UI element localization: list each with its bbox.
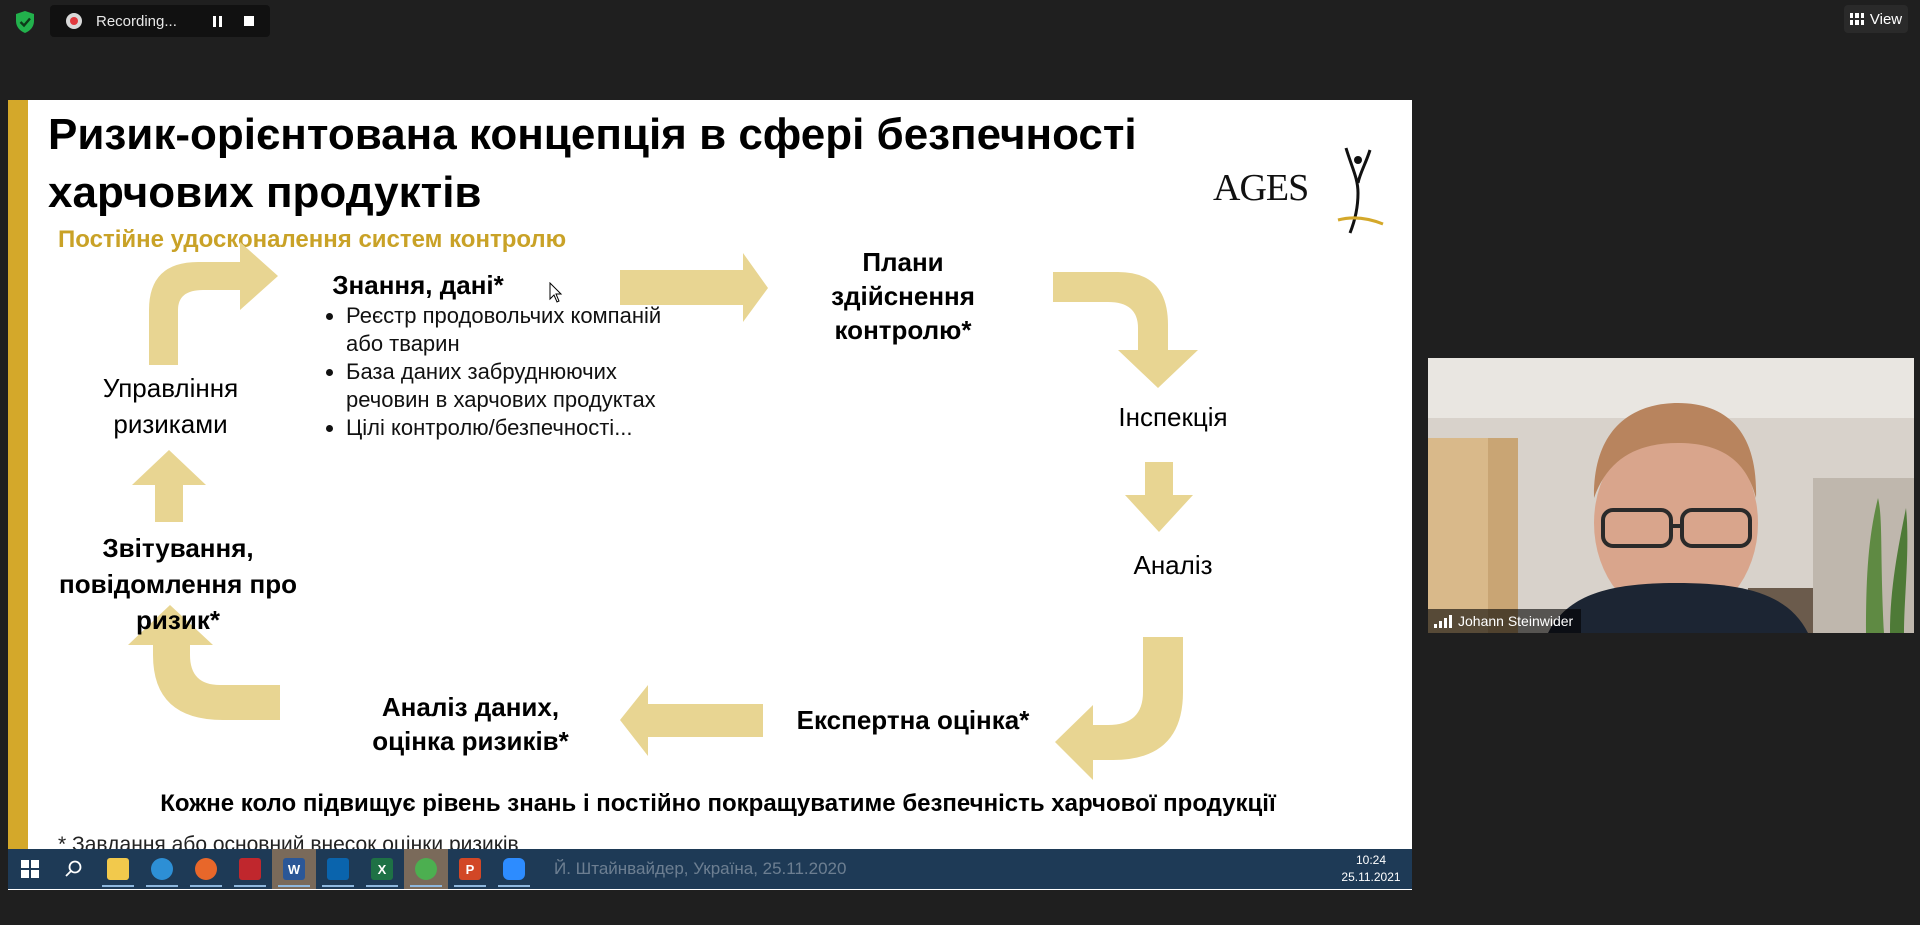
taskbar-clock[interactable]: 10:24 25.11.2021	[1336, 852, 1406, 886]
slide-subtitle: Постійне удосконалення систем контролю	[58, 226, 567, 253]
clock-date: 25.11.2021	[1341, 870, 1401, 884]
arrow-down-inspection	[1125, 462, 1193, 532]
slide-accent-bar	[8, 100, 28, 850]
word-icon: W	[283, 858, 305, 880]
node-expert-assessment: Експертна оцінка*	[796, 705, 1030, 735]
stop-recording-button[interactable]	[238, 10, 260, 32]
logo-text: AGES	[1213, 167, 1309, 209]
node-risk-management: Управління ризиками	[102, 373, 239, 439]
bullet-item: База даних забруднюючих речовин в харчов…	[346, 358, 666, 414]
arrow-right-top	[620, 253, 768, 322]
taskbar-outlook[interactable]	[316, 849, 360, 889]
arrow-curve-bottom-right	[1055, 637, 1183, 780]
windows-taskbar: W X P Й. Штайнвайдер, Україна, 25.11.202…	[8, 849, 1412, 889]
slide-footer-text: Й. Штайнвайдер, Україна, 25.11.2020	[554, 859, 847, 878]
signal-strength-icon	[1434, 614, 1452, 628]
excel-icon: X	[371, 858, 393, 880]
node-risk-reporting: Звітування, повідомлення про ризик*	[59, 533, 297, 635]
arrow-curve-up-left	[128, 605, 280, 720]
node-analysis: Аналіз	[1133, 550, 1213, 580]
taskbar-firefox[interactable]	[184, 849, 228, 889]
taskbar-file-explorer[interactable]	[96, 849, 140, 889]
windows-start-button[interactable]	[8, 849, 52, 889]
grid-icon	[1849, 13, 1864, 25]
ages-logo: AGES	[1213, 138, 1393, 238]
slide-title: Ризик-орієнтована концепція в сфері безп…	[48, 110, 1137, 217]
taskbar-powerpoint[interactable]: P	[448, 849, 492, 889]
search-icon	[65, 860, 82, 877]
arrow-curve-top-left	[149, 242, 278, 365]
stop-icon	[244, 16, 254, 26]
acrobat-icon	[239, 858, 261, 880]
participant-video-tile[interactable]: Johann Steinwider	[1428, 358, 1914, 633]
taskbar-excel[interactable]: X	[360, 849, 404, 889]
record-icon	[66, 13, 82, 29]
arrow-up-left	[132, 450, 206, 522]
zoom-icon	[503, 858, 525, 880]
participant-name-tag: Johann Steinwider	[1428, 609, 1582, 633]
node-control-plans: Плани здійснення контролю*	[831, 247, 975, 345]
participant-video-frame	[1428, 358, 1914, 633]
clock-time: 10:24	[1355, 853, 1387, 867]
windows-start-icon	[21, 860, 39, 878]
view-button-label: View	[1869, 10, 1903, 28]
arrow-curve-down-right	[1053, 272, 1198, 388]
firefox-icon	[195, 858, 217, 880]
taskbar-word[interactable]: W	[272, 849, 316, 889]
recording-indicator: Recording...	[50, 5, 270, 37]
mouse-cursor-icon	[549, 282, 563, 303]
taskbar-search-button[interactable]	[52, 849, 96, 889]
taskbar-browser[interactable]	[404, 849, 448, 889]
view-button[interactable]: View	[1844, 5, 1908, 33]
shared-screen[interactable]: Ризик-орієнтована концепція в сфері безп…	[8, 100, 1412, 890]
pause-recording-button[interactable]	[206, 10, 228, 32]
outlook-icon	[327, 858, 349, 880]
arrow-left-bottom	[620, 685, 763, 756]
powerpoint-icon: P	[459, 858, 481, 880]
slide-conclusion: Кожне коло підвищує рівень знань і пості…	[160, 790, 1276, 817]
browser-icon	[415, 858, 437, 880]
recording-status: Recording...	[96, 12, 177, 30]
knowledge-bullet-list: Реєстр продовольчих компаній або тварин …	[318, 302, 666, 442]
network-icon	[151, 858, 173, 880]
node-inspection: Інспекція	[1118, 402, 1228, 432]
node-data-analysis: Аналіз даних, оцінка ризиків*	[372, 692, 569, 756]
participant-name: Johann Steinwider	[1458, 613, 1574, 629]
taskbar-zoom[interactable]	[492, 849, 536, 889]
cycle-arrows	[128, 242, 1198, 780]
taskbar-network-app[interactable]	[140, 849, 184, 889]
file-explorer-icon	[107, 858, 129, 880]
node-knowledge-data: Знання, дані*	[332, 270, 504, 300]
logo-figure-icon	[1337, 147, 1384, 234]
bullet-item: Цілі контролю/безпечності...	[346, 414, 666, 442]
pause-icon	[212, 15, 216, 27]
taskbar-acrobat[interactable]	[228, 849, 272, 889]
bullet-item: Реєстр продовольчих компаній або тварин	[346, 302, 666, 358]
security-shield-icon[interactable]	[12, 9, 38, 35]
